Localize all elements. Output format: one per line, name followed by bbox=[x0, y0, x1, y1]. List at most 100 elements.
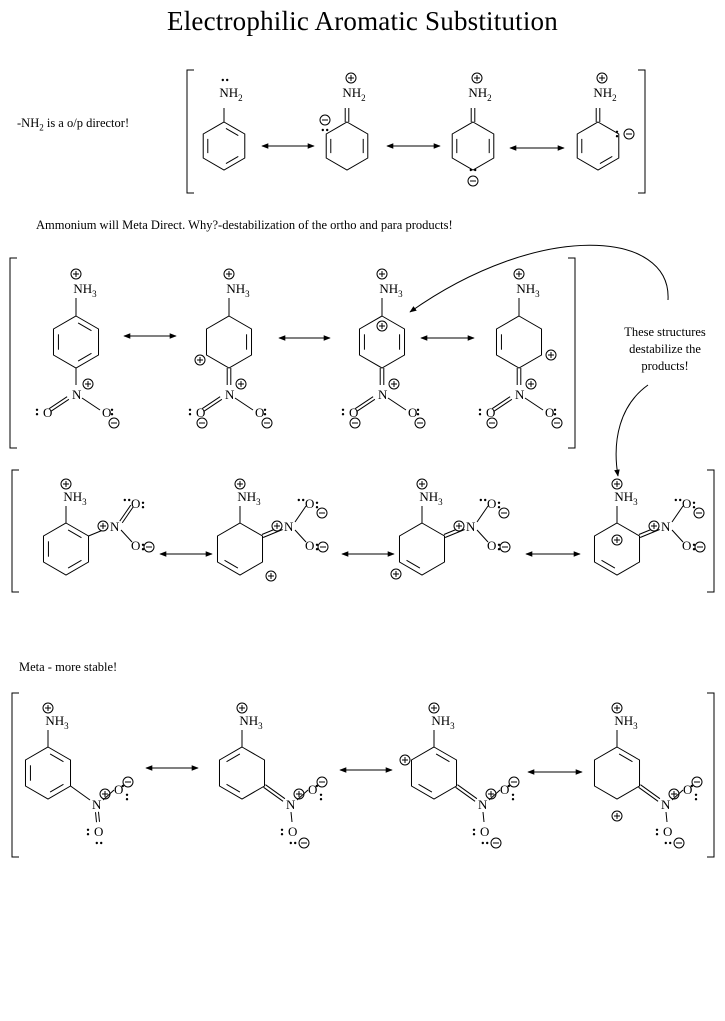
oxygen-label: O bbox=[131, 496, 140, 511]
benzene-ring bbox=[451, 121, 495, 171]
dot bbox=[481, 841, 484, 845]
oxygen-label: O bbox=[308, 782, 317, 797]
dot bbox=[226, 78, 229, 82]
dot bbox=[35, 413, 39, 416]
n-o-bond bbox=[294, 529, 307, 543]
dot bbox=[655, 833, 659, 836]
lone-pair bbox=[479, 498, 487, 502]
positive-charge bbox=[234, 478, 246, 490]
n-o-bond bbox=[671, 529, 684, 543]
n-o-bond bbox=[524, 397, 544, 411]
n-o-bond bbox=[482, 811, 485, 823]
dot bbox=[615, 135, 619, 138]
positive-charge bbox=[648, 520, 660, 532]
negative-charge bbox=[467, 175, 479, 187]
left-bracket bbox=[9, 257, 17, 449]
dot bbox=[690, 784, 693, 788]
n-o-bond bbox=[476, 505, 489, 523]
dot bbox=[326, 128, 329, 132]
positive-charge bbox=[271, 520, 283, 532]
positive-charge bbox=[97, 520, 109, 532]
amine-label: NH2 bbox=[342, 85, 365, 103]
positive-charge bbox=[471, 72, 483, 84]
dot bbox=[100, 841, 103, 845]
oxygen-label: O bbox=[545, 405, 554, 420]
positive-charge bbox=[428, 702, 440, 714]
double-bond bbox=[263, 786, 284, 802]
benzene-ring bbox=[216, 522, 264, 576]
dot bbox=[553, 408, 557, 411]
oxygen-label: O bbox=[102, 405, 111, 420]
negative-charge bbox=[694, 541, 706, 553]
nitrogen-label: N bbox=[284, 519, 294, 534]
lone-pair bbox=[472, 828, 476, 836]
positive-charge bbox=[82, 378, 94, 390]
negative-charge bbox=[143, 541, 155, 553]
dot bbox=[679, 498, 682, 502]
positive-charge bbox=[668, 788, 680, 800]
lone-pair bbox=[280, 828, 284, 836]
negative-charge bbox=[261, 417, 273, 429]
double-bond bbox=[48, 396, 68, 410]
negative-charge bbox=[691, 776, 703, 788]
ammonium-meta-note: Ammonium will Meta Direct. Why?-destabil… bbox=[36, 218, 453, 232]
n-o-bond bbox=[120, 529, 133, 543]
amine-label: NH2 bbox=[468, 85, 491, 103]
dot bbox=[141, 543, 145, 546]
oxygen-label: O bbox=[682, 496, 691, 511]
dot bbox=[664, 841, 667, 845]
nitrogen-label: N bbox=[286, 797, 296, 812]
dot bbox=[315, 501, 319, 504]
lone-pair bbox=[497, 501, 501, 509]
nitrogen-label: N bbox=[466, 519, 476, 534]
benzene-ring bbox=[410, 746, 458, 800]
n-o-bond bbox=[387, 397, 407, 411]
positive-charge bbox=[545, 349, 557, 361]
c-n-bond bbox=[70, 785, 91, 801]
oxygen-label: O bbox=[349, 405, 358, 420]
ring-double-bond bbox=[618, 753, 633, 763]
dot bbox=[469, 168, 472, 172]
ring-double-bond bbox=[77, 322, 92, 332]
right-bracket bbox=[568, 257, 576, 449]
negative-charge bbox=[316, 507, 328, 519]
dot bbox=[263, 408, 267, 411]
positive-charge bbox=[194, 354, 206, 366]
dot bbox=[35, 408, 39, 411]
dot bbox=[416, 413, 420, 416]
dot bbox=[141, 548, 145, 551]
dot bbox=[294, 841, 297, 845]
ring-double-bond bbox=[225, 127, 239, 136]
n-o-bond bbox=[81, 397, 101, 411]
dot bbox=[674, 498, 677, 502]
benzene-ring bbox=[576, 121, 620, 171]
lone-pair bbox=[141, 501, 145, 509]
lone-pair bbox=[664, 841, 672, 845]
left-bracket bbox=[11, 692, 19, 858]
benzene-ring bbox=[202, 121, 246, 171]
double-bond bbox=[455, 786, 476, 802]
amine-label: NH3 bbox=[431, 713, 455, 731]
dot bbox=[188, 413, 192, 416]
benzene-ring bbox=[398, 522, 446, 576]
double-bond bbox=[97, 811, 100, 822]
benzene-ring bbox=[218, 746, 266, 800]
n-o-bond bbox=[296, 789, 309, 801]
lone-pair bbox=[341, 408, 345, 416]
oxygen-label: O bbox=[114, 782, 123, 797]
ring-double-bond bbox=[435, 753, 450, 763]
nitrogen-label: N bbox=[515, 387, 525, 402]
dot bbox=[188, 408, 192, 411]
n-o-bond bbox=[671, 505, 684, 523]
dot bbox=[474, 168, 477, 172]
oxygen-label: O bbox=[683, 782, 692, 797]
oxygen-label: O bbox=[196, 405, 205, 420]
amine-label: NH3 bbox=[237, 489, 261, 507]
negative-charge bbox=[490, 837, 502, 849]
positive-charge bbox=[513, 268, 525, 280]
dot bbox=[692, 506, 696, 509]
double-bond bbox=[201, 396, 221, 410]
lone-pair bbox=[315, 543, 319, 551]
dot bbox=[321, 128, 324, 132]
lone-pair bbox=[141, 543, 145, 551]
